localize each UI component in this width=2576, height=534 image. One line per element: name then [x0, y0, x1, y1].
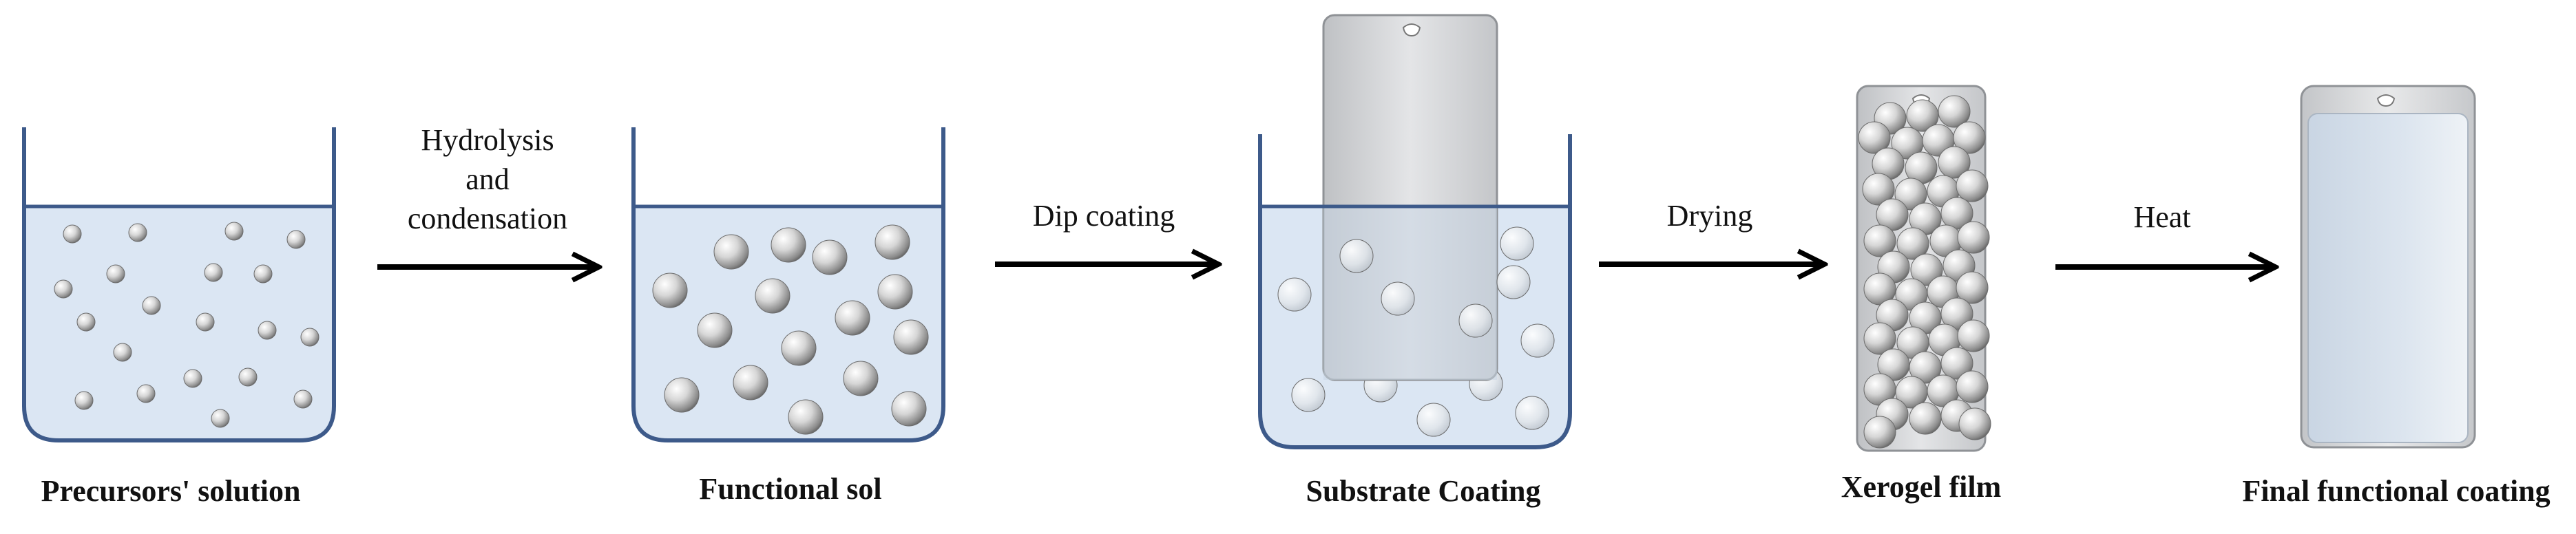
particle: [1381, 281, 1415, 316]
particle: [697, 312, 733, 348]
particle: [1500, 226, 1534, 261]
arrow-heat: Heat: [2055, 200, 2272, 267]
particle: [1956, 370, 1989, 403]
particle: [113, 343, 132, 362]
arrow-dip-coating: Dip coating: [995, 199, 1215, 264]
sol-particles: [652, 224, 929, 435]
particle: [54, 279, 73, 299]
particle: [142, 296, 161, 315]
arrow-label-line: Heat: [2133, 200, 2190, 234]
arrow-drying: Drying: [1599, 199, 1821, 264]
particle: [1416, 403, 1451, 437]
particle: [1940, 347, 1973, 380]
particle: [1894, 178, 1927, 211]
particle: [1520, 323, 1555, 358]
particle: [196, 312, 215, 332]
particle: [1515, 396, 1549, 430]
particle: [238, 367, 258, 387]
arrow-label-line: condensation: [408, 202, 567, 235]
particle: [1938, 95, 1971, 128]
particle: [1291, 378, 1326, 412]
particle: [755, 278, 790, 314]
stage-label-substrate-coating: Substrate Coating: [1306, 474, 1540, 508]
particle: [1957, 221, 1990, 254]
particle: [1458, 303, 1493, 338]
xerogel-film-plate: [1856, 85, 1991, 452]
particle: [1896, 227, 1929, 260]
stage-label-precursors: Precursors' solution: [41, 474, 301, 508]
particle: [1863, 322, 1896, 355]
particle: [1910, 253, 1943, 286]
stage-label-functional-sol: Functional sol: [699, 472, 881, 506]
particle: [891, 391, 927, 427]
particle: [1909, 402, 1942, 435]
particle: [293, 389, 313, 409]
beaker-precursors: [22, 127, 336, 442]
arrow-label-line: Hydrolysis: [421, 123, 554, 157]
particle: [76, 312, 96, 332]
particle: [1958, 407, 1991, 440]
particle: [843, 361, 879, 396]
particle: [1909, 351, 1942, 384]
particle: [1953, 121, 1986, 154]
arrow-hydrolysis: Hydrolysis and condensation: [377, 123, 596, 267]
particle: [106, 264, 125, 284]
particle: [128, 223, 147, 242]
particle: [1862, 173, 1895, 206]
particle: [781, 330, 817, 366]
xerogel-particles: [1858, 95, 1991, 449]
stage-label-final-coating: Final functional coating: [2242, 474, 2550, 508]
particle: [1496, 265, 1531, 299]
particle: [877, 274, 913, 310]
particle: [733, 365, 768, 400]
particle: [183, 369, 202, 388]
particle: [771, 227, 806, 263]
particle: [300, 328, 320, 347]
particle: [652, 273, 688, 308]
particle: [204, 263, 223, 282]
particle: [835, 300, 870, 336]
particle: [1863, 416, 1896, 449]
dip-plate-particles: [1339, 226, 1534, 338]
substrate-plate: [1322, 14, 1498, 381]
particle: [1863, 224, 1896, 257]
particle: [1277, 277, 1312, 312]
particle: [63, 224, 82, 244]
arrow-label-line: Drying: [1667, 199, 1753, 233]
beaker-functional-sol: [631, 127, 945, 442]
particle: [211, 409, 230, 428]
arrow-label-line: Dip coating: [1033, 199, 1175, 233]
particle: [74, 391, 94, 410]
particle: [812, 239, 848, 275]
particle: [224, 222, 244, 241]
particle: [788, 399, 824, 435]
particle: [664, 377, 700, 413]
particle: [136, 384, 156, 403]
stage-label-xerogel-film: Xerogel film: [1841, 470, 2002, 504]
particle: [1956, 271, 1989, 304]
particle: [893, 319, 929, 355]
particle: [1938, 146, 1971, 179]
particle: [286, 230, 306, 249]
particle: [1906, 99, 1939, 132]
particle: [1957, 319, 1990, 352]
beaker-substrate-coating: [1258, 14, 1572, 449]
particle: [258, 321, 277, 340]
precursor-particles: [54, 222, 320, 428]
particle: [875, 224, 910, 260]
final-coating-plate: [2300, 85, 2476, 449]
arrow-label-line: and: [465, 162, 510, 196]
particle: [713, 234, 749, 270]
particle: [1956, 169, 1989, 202]
particle: [253, 264, 273, 284]
particle: [1858, 121, 1891, 154]
particle: [1339, 239, 1374, 273]
